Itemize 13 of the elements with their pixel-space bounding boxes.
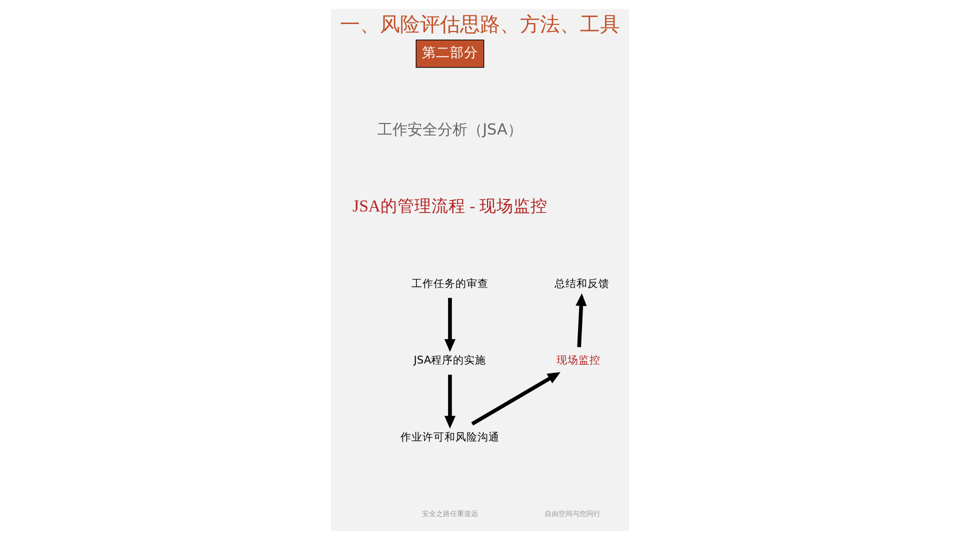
arrow (576, 293, 587, 348)
node-text: 现场监控 (556, 356, 600, 367)
label: 第二部分 (422, 45, 478, 62)
arrow (444, 374, 456, 429)
arrow (444, 298, 456, 352)
node-text: 工作任务的审查 (411, 276, 488, 290)
node-text: JSA程序的实施 (414, 354, 486, 367)
node-text: 总结和反馈 (554, 276, 610, 290)
label: JSA的管理流程 - 现场监控 (352, 196, 548, 216)
node-text: 作业许可和风险沟通 (400, 430, 500, 444)
diagram-title: 一、风险评估思路、方法、工具 (340, 12, 620, 36)
label: 工作安全分析（JSA） (378, 120, 522, 138)
arrow (471, 372, 560, 426)
